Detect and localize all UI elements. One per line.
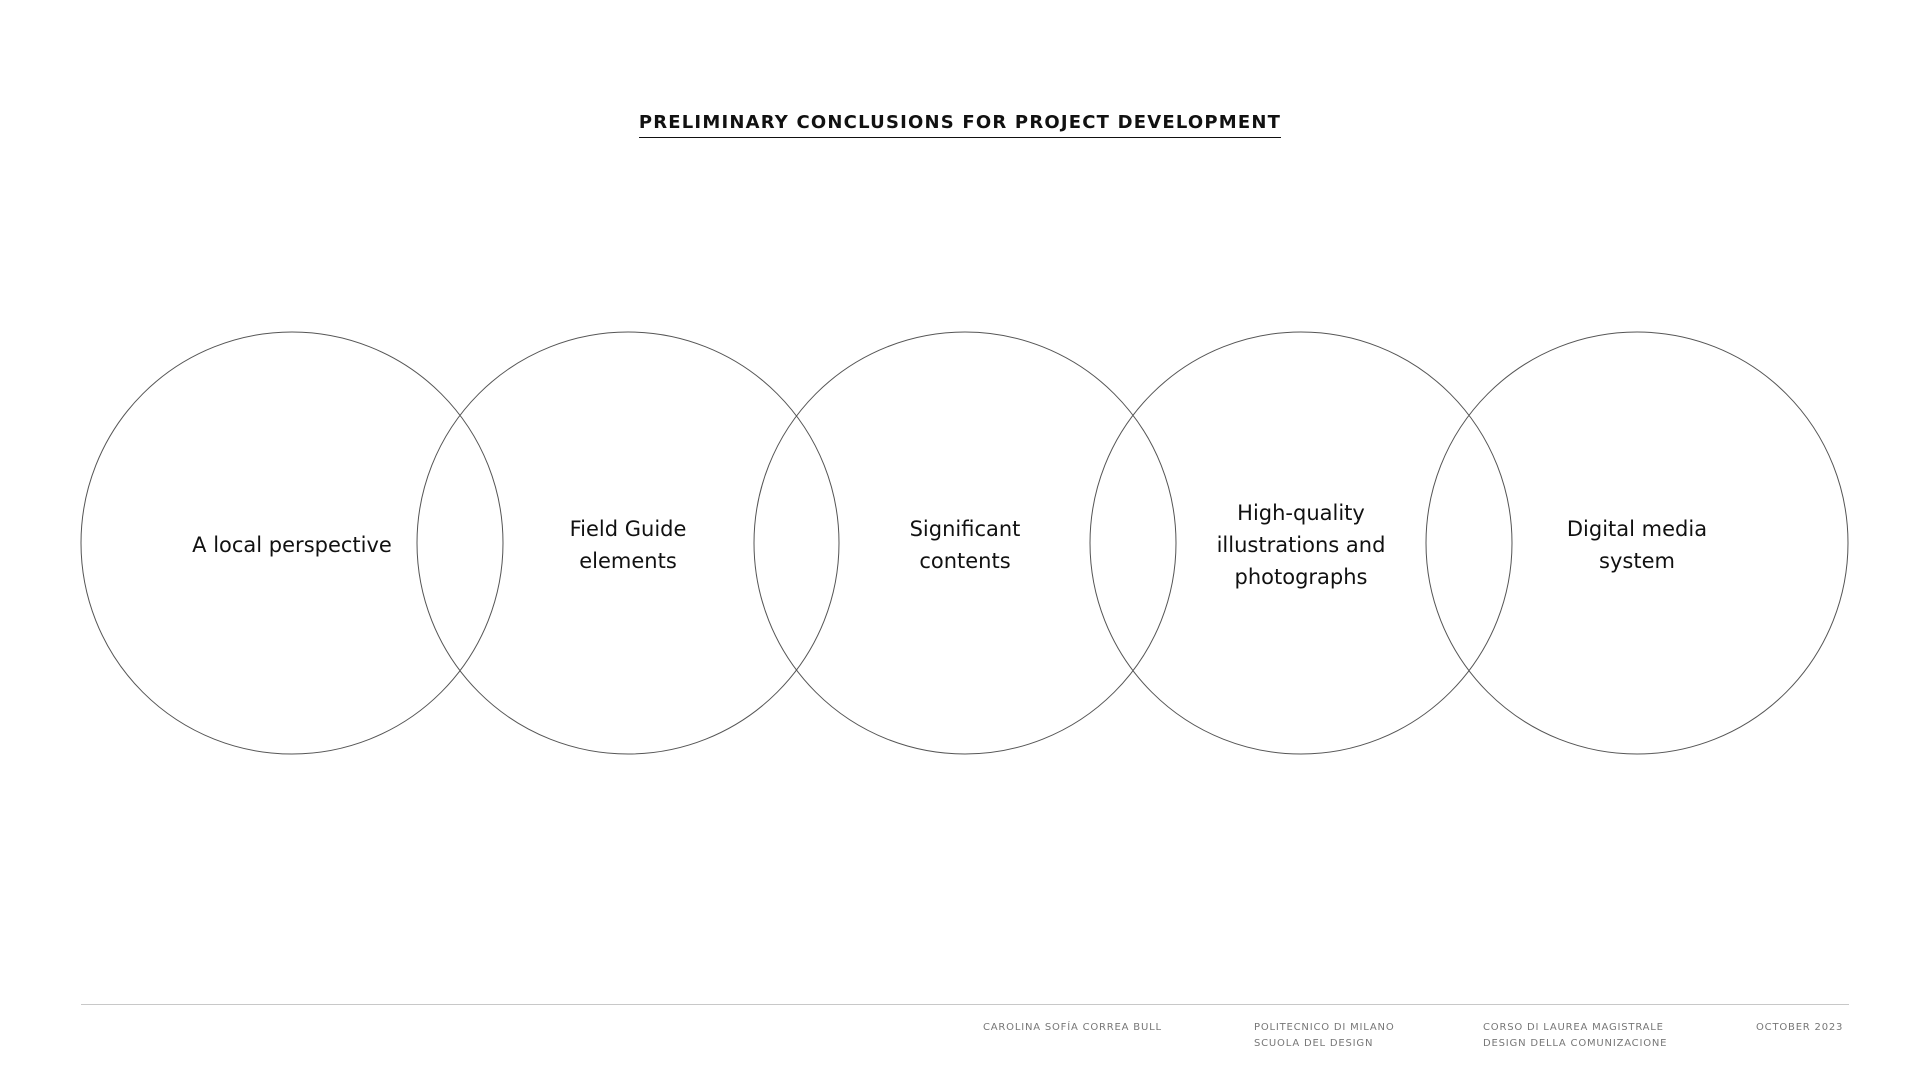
circle-label-digital-media-system: Digital media system: [1566, 517, 1708, 573]
circle-3: [753, 331, 1177, 755]
footer-course-line1: CORSO DI LAUREA MAGISTRALE: [1483, 1022, 1664, 1033]
title-container: PRELIMINARY CONCLUSIONS FOR PROJECT DEVE…: [0, 112, 1920, 138]
circle-label-field-guide-elements: Field Guide elements: [569, 517, 687, 573]
footer-date-text: OCTOBER 2023: [1756, 1022, 1844, 1033]
footer-institution: POLITECNICO DI MILANO SCUOLA DEL DESIGN: [1254, 1020, 1395, 1052]
footer-date: OCTOBER 2023: [1756, 1020, 1843, 1036]
circle-label-local-perspective: A local perspective: [192, 533, 392, 557]
circle-label-significant-contents: Significant contents: [909, 517, 1021, 573]
footer-institution-line1: POLITECNICO DI MILANO: [1254, 1022, 1395, 1033]
footer-author: CAROLINA SOFÍA CORREA BULL: [983, 1020, 1162, 1036]
circle-5: [1425, 331, 1849, 755]
circle-4: [1089, 331, 1513, 755]
circle-label-high-quality-illustrations: High-quality illustrations and photograp…: [1216, 501, 1386, 589]
footer-author-name: CAROLINA SOFÍA CORREA BULL: [983, 1022, 1162, 1033]
footer-course-line2: DESIGN DELLA COMUNIZACIONE: [1483, 1038, 1668, 1049]
page-title: PRELIMINARY CONCLUSIONS FOR PROJECT DEVE…: [638, 112, 1282, 138]
footer-institution-line2: SCUOLA DEL DESIGN: [1254, 1038, 1374, 1049]
circle-2: [416, 331, 840, 755]
footer-course: CORSO DI LAUREA MAGISTRALE DESIGN DELLA …: [1483, 1020, 1667, 1052]
footer-divider: [81, 1004, 1849, 1005]
circle-1: [80, 331, 504, 755]
